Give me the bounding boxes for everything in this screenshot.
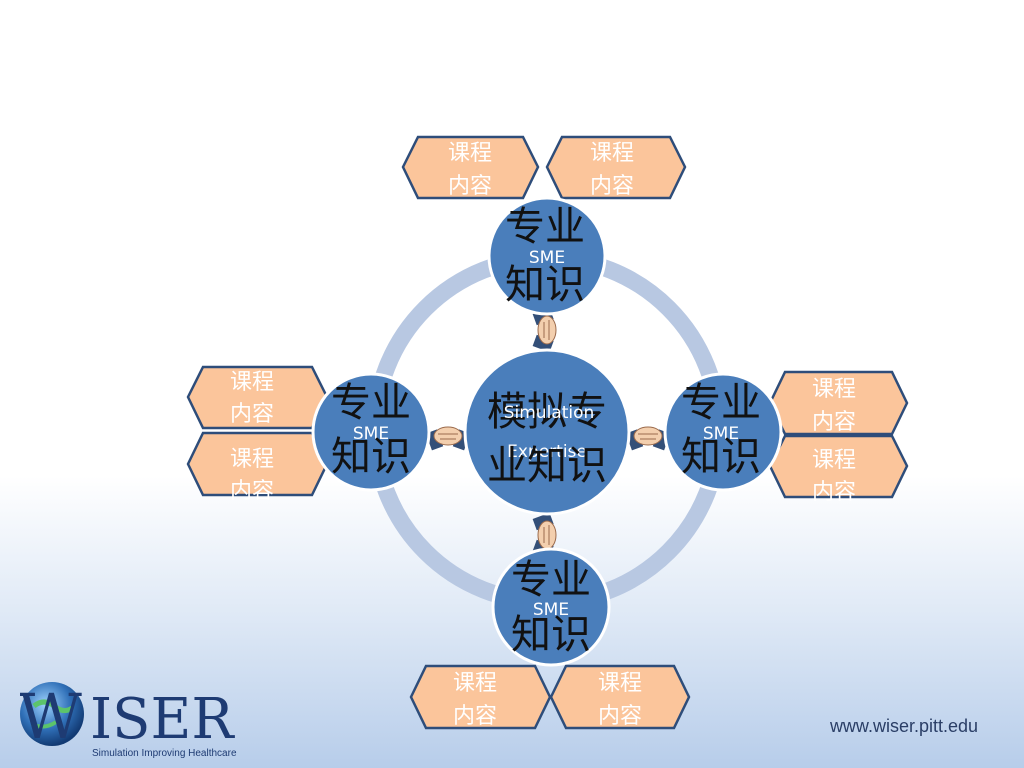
sme-tag: SME xyxy=(353,424,389,444)
hex-line1: 课程 xyxy=(230,447,274,472)
sme-node-bottom: 专业 SME 知识 xyxy=(491,547,611,667)
hex-line1: 课程 xyxy=(812,377,856,402)
center-subtitle-line1: Simulation xyxy=(504,403,595,423)
center-node: 模拟专 Simulation Expertise 业知识 xyxy=(463,348,631,516)
hex-line1: 课程 xyxy=(448,141,492,166)
hex-line2: 内容 xyxy=(590,174,634,199)
logo-wordmark-rest: ISER xyxy=(90,687,235,752)
wiser-logo: W ISER Simulation Improving Healthcare xyxy=(20,680,237,759)
hex-line2: 内容 xyxy=(812,480,856,505)
sme-node-left: 专业 SME 知识 xyxy=(311,372,431,492)
hex-top-right: 课程 内容 xyxy=(545,135,687,200)
hex-bottom-right: 课程 内容 xyxy=(549,664,691,730)
hex-line1: 课程 xyxy=(812,448,856,473)
sme-title-line1: 专业 xyxy=(331,380,411,426)
hex-line2: 内容 xyxy=(448,174,492,199)
sme-tag: SME xyxy=(703,424,739,444)
center-title-line1: 模拟专 xyxy=(487,389,607,435)
hex-line1: 课程 xyxy=(598,671,642,696)
sme-title-line1: 专业 xyxy=(681,380,761,426)
sme-tag: SME xyxy=(533,600,569,620)
hex-right-upper: 课程 内容 xyxy=(768,370,909,436)
sme-node-right: 专业 SME 知识 xyxy=(663,372,783,492)
hex-line1: 课程 xyxy=(453,671,497,696)
sme-title-line2: 知识 xyxy=(681,434,761,480)
footer-url[interactable]: www.wiser.pitt.edu xyxy=(829,716,978,736)
sme-title-line1: 专业 xyxy=(511,557,591,603)
hex-line1: 课程 xyxy=(590,141,634,166)
hex-right-lower: 课程 内容 xyxy=(768,434,909,505)
hex-top-left: 课程 内容 xyxy=(401,135,540,200)
logo-w: W xyxy=(20,680,82,753)
hex-line2: 内容 xyxy=(453,704,497,729)
hex-line2: 内容 xyxy=(230,479,274,504)
sme-title-line2: 知识 xyxy=(505,262,585,308)
center-title-line2: 业知识 xyxy=(487,443,607,489)
hex-line2: 内容 xyxy=(230,402,274,427)
hex-left-upper: 课程 内容 xyxy=(186,365,329,430)
sme-title-line1: 专业 xyxy=(505,204,585,250)
sme-title-line2: 知识 xyxy=(511,612,591,658)
hex-line1: 课程 xyxy=(230,370,274,395)
sme-node-top: 专业 SME 知识 xyxy=(487,196,607,316)
sme-title-line2: 知识 xyxy=(331,434,411,480)
center-subtitle-line2: Expertise xyxy=(507,442,587,462)
sme-tag: SME xyxy=(529,248,565,268)
hex-line2: 内容 xyxy=(812,410,856,435)
hex-left-lower: 课程 内容 xyxy=(186,431,329,504)
globe-icon xyxy=(20,682,84,746)
hex-bottom-left: 课程 内容 xyxy=(409,664,552,730)
hex-line2: 内容 xyxy=(598,704,642,729)
logo-tagline: Simulation Improving Healthcare xyxy=(92,748,237,759)
